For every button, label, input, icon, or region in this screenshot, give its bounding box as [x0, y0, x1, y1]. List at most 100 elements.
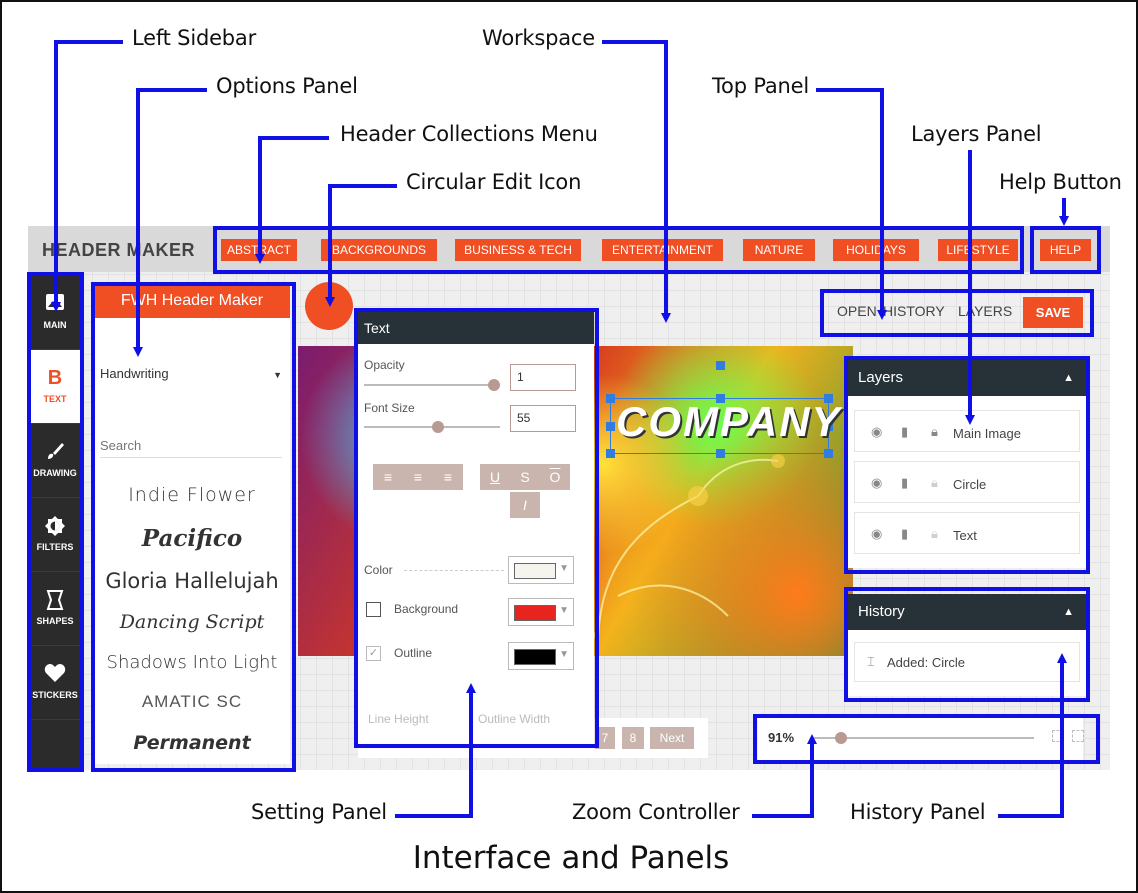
opacity-slider-track[interactable] [364, 379, 500, 391]
chevron-up-icon[interactable]: ▲ [1063, 606, 1074, 618]
layers-panel: Layers ▲ ◉ ▮ 🔒︎ Main Image ◉ ▮ 🔒︎ Circle… [846, 360, 1088, 568]
align-center-button[interactable]: ≡ [403, 464, 433, 490]
lock-icon[interactable]: 🔒︎ [931, 526, 938, 541]
outline-label: Outline [394, 646, 433, 660]
font-option[interactable]: Shadows Into Light [106, 652, 278, 673]
color-picker[interactable]: ▼ [508, 556, 574, 584]
font-option[interactable]: Permanent [133, 732, 251, 754]
top-panel: OPEN HISTORY LAYERS SAVE [823, 287, 1097, 335]
collection-business-tech[interactable]: BUSINESS & TECH [455, 239, 581, 261]
font-size-input[interactable]: 55 [510, 405, 576, 432]
eye-icon[interactable]: ◉ [871, 526, 883, 541]
history-entry: Added: Circle [887, 655, 966, 670]
opacity-label: Opacity [364, 358, 405, 372]
collection-holidays[interactable]: HOLIDAYS [833, 239, 919, 261]
history-panel-header[interactable]: History ▲ [846, 594, 1088, 630]
sidebar-item-label: MAIN [43, 320, 67, 330]
font-option[interactable]: AMATIC SC [141, 692, 243, 711]
resize-handle[interactable] [716, 449, 725, 458]
sidebar-item-filters[interactable]: FILTERS [28, 498, 82, 572]
sidebar-item-shapes[interactable]: SHAPES [28, 572, 82, 646]
font-option[interactable]: Gloria Hallelujah [105, 569, 279, 593]
strikethrough-button[interactable]: S [510, 464, 540, 490]
font-search-input[interactable] [100, 434, 282, 458]
resize-handle[interactable] [824, 394, 833, 403]
help-button[interactable]: HELP [1040, 239, 1091, 261]
opacity-slider-knob[interactable] [488, 379, 500, 391]
label-zoom-controller: Zoom Controller [572, 800, 740, 824]
outline-color-picker[interactable]: ▼ [508, 642, 574, 670]
align-left-button[interactable]: ≡ [373, 464, 403, 490]
layer-row[interactable]: ◉ ▮ 🔒︎ Text [854, 512, 1080, 554]
layer-row[interactable]: ◉ ▮ 🔒︎ Circle [854, 461, 1080, 503]
history-button[interactable]: HISTORY [883, 303, 945, 319]
sidebar-item-stickers[interactable]: STICKERS [28, 646, 82, 720]
page-button[interactable]: 8 [622, 727, 644, 749]
rotate-handle[interactable] [716, 361, 725, 370]
heart-icon [28, 663, 82, 685]
resize-handle[interactable] [716, 394, 725, 403]
resize-handle[interactable] [606, 422, 615, 431]
font-size-slider-track[interactable] [364, 421, 500, 433]
lock-icon[interactable]: 🔒︎ [931, 424, 938, 439]
trash-icon[interactable]: ▮ [901, 424, 909, 439]
underline-button[interactable]: U [480, 464, 510, 490]
layers-panel-header[interactable]: Layers ▲ [846, 360, 1088, 396]
label-help-button: Help Button [999, 170, 1122, 194]
background-color-picker[interactable]: ▼ [508, 598, 574, 626]
annotation-setting-panel [354, 308, 599, 748]
figure-title: Interface and Panels [412, 840, 730, 876]
page-button[interactable]: 7 [595, 727, 615, 749]
italic-button[interactable]: I [510, 492, 540, 518]
collection-backgrounds[interactable]: BACKGROUNDS [321, 239, 437, 261]
eye-icon[interactable]: ◉ [871, 424, 883, 439]
opacity-input[interactable]: 1 [510, 364, 576, 391]
next-page-button[interactable]: Next [650, 727, 694, 749]
lock-icon[interactable]: 🔒︎ [931, 475, 938, 490]
eye-icon[interactable]: ◉ [871, 475, 883, 490]
font-size-slider-knob[interactable] [432, 421, 445, 433]
resize-handle[interactable] [824, 449, 833, 458]
font-option[interactable]: Indie Flower [128, 484, 256, 506]
resize-handle[interactable] [606, 394, 615, 403]
history-row[interactable]: ⌶ Added: Circle [854, 642, 1080, 682]
zoom-slider-knob[interactable] [834, 732, 847, 744]
chevron-up-icon[interactable]: ▲ [1063, 372, 1074, 384]
history-panel-title: History [858, 603, 905, 620]
open-button[interactable]: OPEN [837, 303, 877, 319]
background-label: Background [394, 602, 459, 616]
align-right-button[interactable]: ≡ [433, 464, 463, 490]
canvas-text-company[interactable]: COMPANY [616, 398, 842, 445]
resize-handle[interactable] [606, 449, 615, 458]
caret-down-icon: ▼ [559, 563, 569, 574]
background-color-chip [514, 605, 556, 621]
font-option[interactable]: Pacifico [141, 525, 243, 552]
fit-screen-icon[interactable] [1072, 730, 1084, 742]
resize-handle[interactable] [824, 422, 833, 431]
overline-button[interactable]: O [540, 464, 570, 490]
sidebar-item-label: SHAPES [36, 616, 74, 626]
trash-icon[interactable]: ▮ [901, 475, 909, 490]
caret-down-icon: ▼ [273, 370, 282, 380]
trash-icon[interactable]: ▮ [901, 526, 909, 541]
collection-nature[interactable]: NATURE [743, 239, 815, 261]
outline-checkbox[interactable]: ✓ [366, 646, 381, 661]
annotation-zoom-controller [753, 714, 1100, 764]
annotation-help-button [1030, 226, 1101, 274]
save-button[interactable]: SAVE [1023, 297, 1083, 328]
font-option[interactable]: Dancing Script [119, 611, 265, 633]
sidebar-item-text[interactable]: B TEXT [28, 350, 82, 424]
collection-entertainment[interactable]: ENTERTAINMENT [602, 239, 723, 261]
sidebar-item-label: FILTERS [36, 542, 74, 552]
sidebar-item-drawing[interactable]: DRAWING [28, 424, 82, 498]
background-checkbox[interactable] [366, 602, 381, 617]
shape-icon [28, 589, 82, 611]
divider [404, 570, 504, 571]
collection-lifestyle[interactable]: LIFESTYLE [938, 239, 1018, 261]
brush-icon [28, 441, 82, 463]
zoom-slider-track[interactable] [814, 732, 1034, 744]
font-category-select[interactable]: Handwriting ▼ [100, 366, 282, 381]
label-history-panel: History Panel [850, 800, 986, 824]
